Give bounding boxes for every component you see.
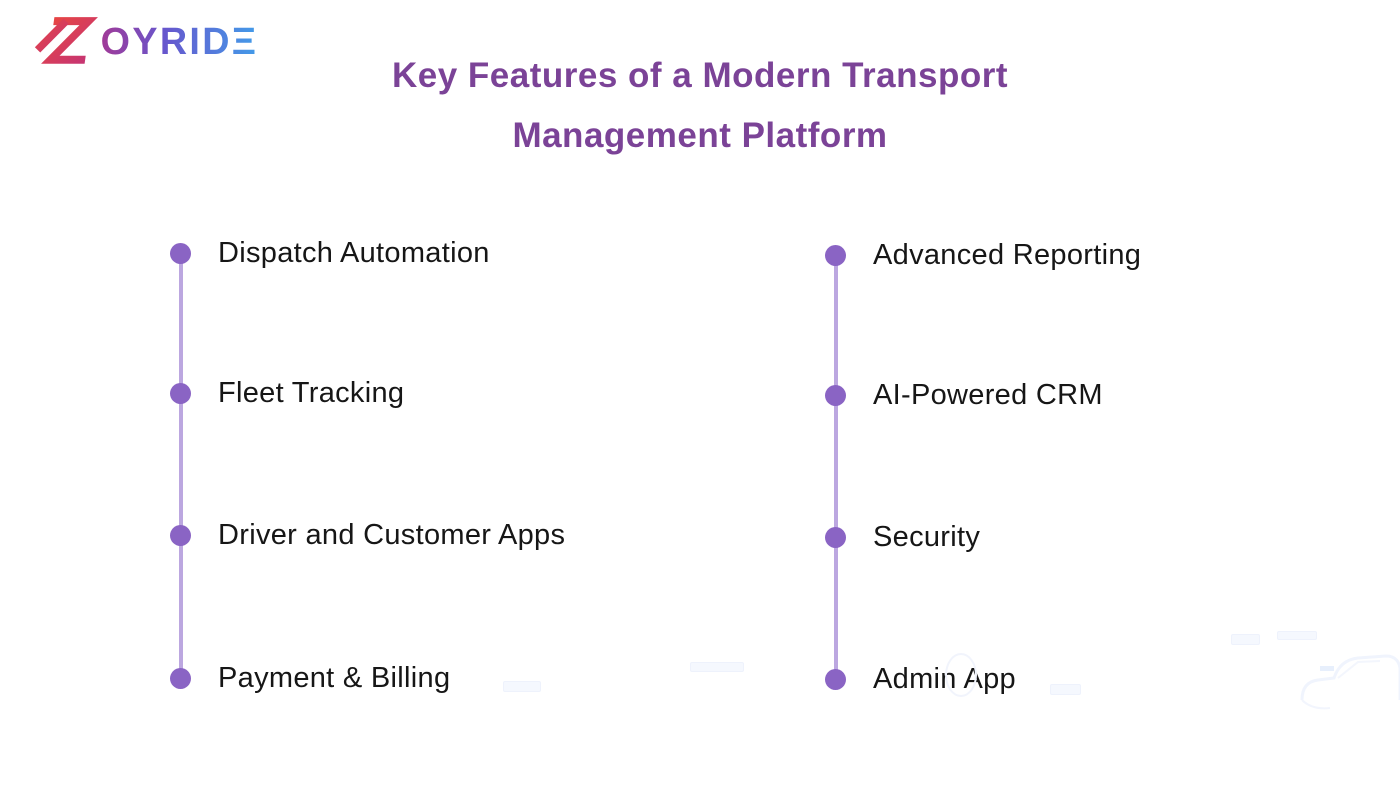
- page-title-line2: Management Platform: [512, 116, 888, 155]
- feature-label: Payment & Billing: [218, 662, 451, 694]
- timeline-dot-icon: [825, 244, 846, 266]
- watermark-rectangle: [1050, 684, 1081, 695]
- logo-wordmark: OYRIDΞ: [101, 20, 259, 62]
- feature-label: Admin App: [873, 663, 1016, 695]
- feature-label: Security: [873, 521, 981, 553]
- feature-item-security: Security: [825, 516, 980, 558]
- feature-item-ai-powered-crm: AI-Powered CRM: [825, 374, 1103, 416]
- zoyride-logo: OYRIDΞ: [34, 17, 259, 64]
- feature-item-driver-customer-apps: Driver and Customer Apps: [170, 514, 565, 556]
- watermark-rectangle: [1277, 631, 1317, 640]
- feature-item-advanced-reporting: Advanced Reporting: [825, 234, 1141, 276]
- timeline-line-left: [179, 253, 183, 678]
- feature-item-fleet-tracking: Fleet Tracking: [170, 372, 404, 414]
- timeline-dot-icon: [170, 667, 191, 689]
- timeline-dot-icon: [825, 384, 846, 406]
- timeline-dot-icon: [170, 524, 191, 546]
- feature-item-dispatch-automation: Dispatch Automation: [170, 232, 490, 274]
- feature-label: Dispatch Automation: [218, 237, 490, 269]
- watermark-rectangle: [1231, 634, 1260, 645]
- timeline-line-right: [834, 256, 838, 679]
- timeline-dot-icon: [825, 526, 846, 548]
- feature-label: AI-Powered CRM: [873, 379, 1103, 411]
- feature-label: Advanced Reporting: [873, 239, 1142, 271]
- watermark-rectangle: [503, 681, 541, 692]
- logo-z-mark-icon: [34, 17, 98, 64]
- timeline-dot-icon: [170, 382, 191, 404]
- page-title: Key Features of a Modern Transport Manag…: [0, 46, 1400, 166]
- feature-label: Driver and Customer Apps: [218, 519, 566, 551]
- watermark-rectangle: [690, 662, 744, 672]
- feature-label: Fleet Tracking: [218, 377, 405, 409]
- feature-item-admin-app: Admin App: [825, 658, 1016, 700]
- page-title-line1: Key Features of a Modern Transport: [391, 56, 1009, 95]
- timeline-dot-icon: [170, 242, 191, 264]
- timeline-dot-icon: [825, 668, 846, 690]
- feature-item-payment-billing: Payment & Billing: [170, 657, 450, 699]
- watermark-vehicle-outline-icon: [1300, 654, 1400, 710]
